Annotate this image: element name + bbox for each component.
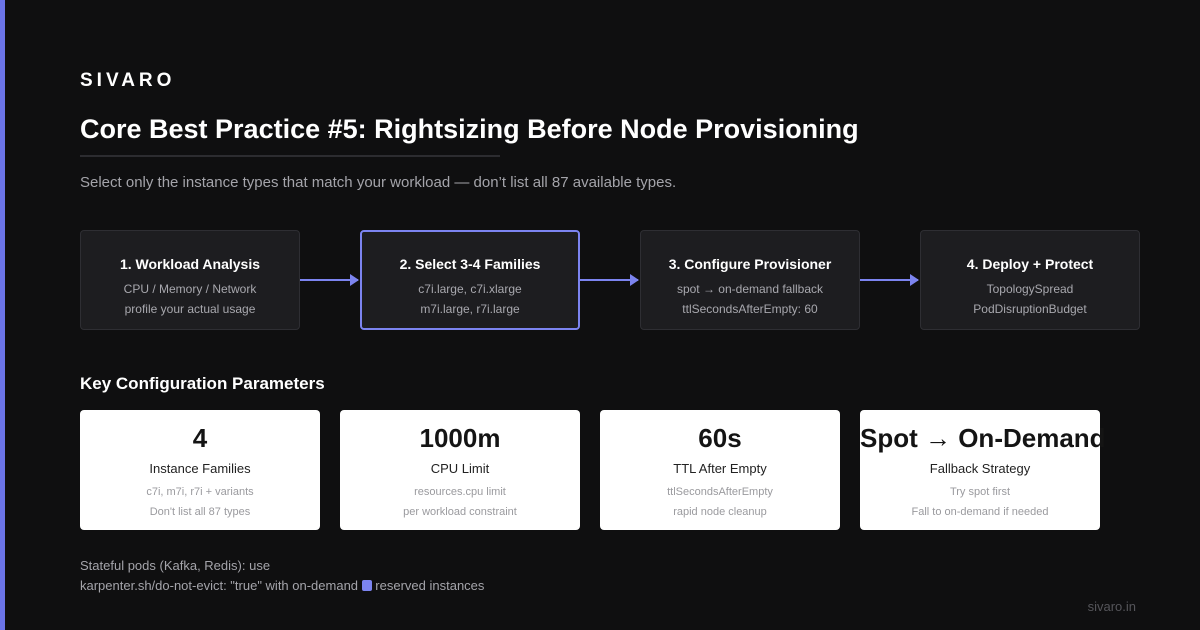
step-detail: spot → on-demand fallback [676,282,824,296]
card-description: rapid node cleanup [673,506,767,518]
page-title: Core Best Practice #5: Rightsizing Befor… [80,114,859,144]
footnote-text: reserved instances [375,578,485,593]
step-select-families: 2. Select 3-4 Families c7i.large, c7i.xl… [360,230,580,330]
card-description: c7i, m7i, r7i + variants [146,486,254,498]
param-card-instance-families: 4 Instance Families c7i, m7i, r7i + vari… [80,410,320,530]
section-title: Key Configuration Parameters [80,374,325,393]
step-detail: TopologySpread [986,282,1074,296]
param-card-fallback: Spot → On-Demand Fallback Strategy Try s… [860,410,1106,530]
card-value: Spot → On-Demand [860,423,1106,453]
step-title: 4. Deploy + Protect [966,256,1094,272]
card-label: Fallback Strategy [929,461,1031,476]
brand-logo: SIVARO [80,70,176,91]
card-description: resources.cpu limit [414,486,506,498]
footnote: Stateful pods (Kafka, Redis): use karpen… [80,556,484,596]
footnote-text: karpenter.sh/do-not-evict: "true" with o… [80,578,359,593]
step-detail: profile your actual usage [124,302,256,316]
step-configure-provisioner: 3. Configure Provisioner spot → on-deman… [640,230,860,330]
title-divider [80,155,500,157]
card-label: CPU Limit [430,461,490,476]
accent-bar [0,0,5,630]
arrow-right-icon [300,274,359,286]
arrow-right-icon [580,274,639,286]
step-workload-analysis: 1. Workload Analysis CPU / Memory / Netw… [80,230,300,330]
footnote-line: karpenter.sh/do-not-evict: "true" with o… [80,576,484,596]
step-title: 2. Select 3-4 Families [399,256,541,272]
plus-badge-icon [361,580,372,591]
card-label: TTL After Empty [673,461,767,476]
step-detail: m7i.large, r7i.large [420,302,520,316]
card-description: per workload constraint [403,506,517,518]
step-detail: PodDisruptionBudget [973,302,1087,316]
card-value: 60s [698,423,742,453]
param-card-ttl: 60s TTL After Empty ttlSecondsAfterEmpty… [600,410,840,530]
footnote-line: Stateful pods (Kafka, Redis): use [80,558,271,573]
step-detail: ttlSecondsAfterEmpty: 60 [682,302,818,316]
step-deploy-protect: 4. Deploy + Protect TopologySpread PodDi… [920,230,1140,330]
step-detail: c7i.large, c7i.xlarge [418,282,522,296]
card-description: Try spot first [949,486,1011,498]
card-description: Fall to on-demand if needed [911,506,1049,518]
card-label: Instance Families [149,461,251,476]
card-description: Don't list all 87 types [149,506,251,518]
card-value: 4 [192,423,208,453]
arrow-right-icon [860,274,919,286]
step-title: 3. Configure Provisioner [668,256,832,272]
step-detail: CPU / Memory / Network [123,282,257,296]
step-title: 1. Workload Analysis [119,256,261,272]
param-card-cpu-limit: 1000m CPU Limit resources.cpu limit per … [340,410,580,530]
card-description: ttlSecondsAfterEmpty [667,486,773,498]
site-url: sivaro.in [1087,599,1136,614]
card-value: 1000m [419,423,501,453]
page-subtitle: Select only the instance types that matc… [80,174,677,191]
